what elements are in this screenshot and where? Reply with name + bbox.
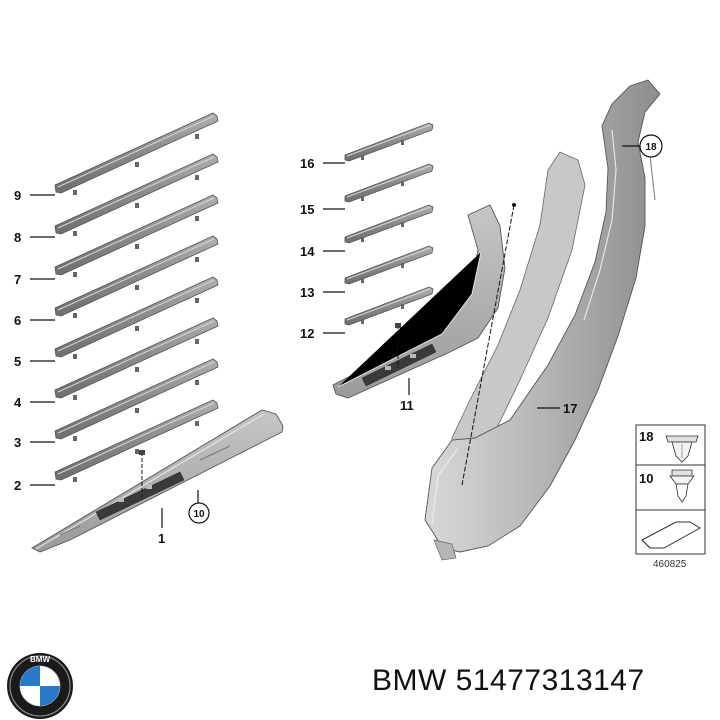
legend-number-18: 18 xyxy=(639,429,653,444)
callout-6: 6 xyxy=(14,313,21,328)
callout-1: 1 xyxy=(158,531,165,546)
legend-number-10: 10 xyxy=(639,471,653,486)
callout-13: 13 xyxy=(300,285,314,300)
trim-panel-17 xyxy=(424,79,661,561)
sill-panel-1 xyxy=(31,409,284,553)
callout-5: 5 xyxy=(14,354,21,369)
arrow-icon xyxy=(641,521,701,549)
callout-12: 12 xyxy=(300,326,314,341)
callout-18: 18 xyxy=(645,142,657,153)
callout-18-ring xyxy=(639,134,663,158)
diagram-number: 460825 xyxy=(653,559,687,570)
strip-14 xyxy=(344,204,434,244)
callout-10-ring xyxy=(188,502,210,524)
strip-13 xyxy=(344,245,434,285)
bmw-logo: BMW xyxy=(7,653,73,719)
strip-9 xyxy=(54,112,219,196)
callout-14: 14 xyxy=(300,244,315,259)
clip-18-icon xyxy=(665,435,699,463)
callout-16: 16 xyxy=(300,156,314,171)
sill-panel-11 xyxy=(332,204,506,399)
callout-17: 17 xyxy=(563,401,577,416)
strip-15 xyxy=(344,163,434,203)
part-number-caption: BMW 51477313147 xyxy=(372,664,645,697)
logo-letters: BMW xyxy=(30,655,50,664)
callout-11: 11 xyxy=(400,398,414,413)
callout-4: 4 xyxy=(14,395,22,410)
callout-8: 8 xyxy=(14,230,21,245)
callout-10: 10 xyxy=(193,509,205,520)
callout-2: 2 xyxy=(14,478,21,493)
callout-15: 15 xyxy=(300,202,314,217)
clip-10-icon xyxy=(669,469,695,503)
callout-9: 9 xyxy=(14,188,21,203)
strip-16 xyxy=(344,122,434,162)
callout-3: 3 xyxy=(14,435,21,450)
callout-7: 7 xyxy=(14,272,21,287)
